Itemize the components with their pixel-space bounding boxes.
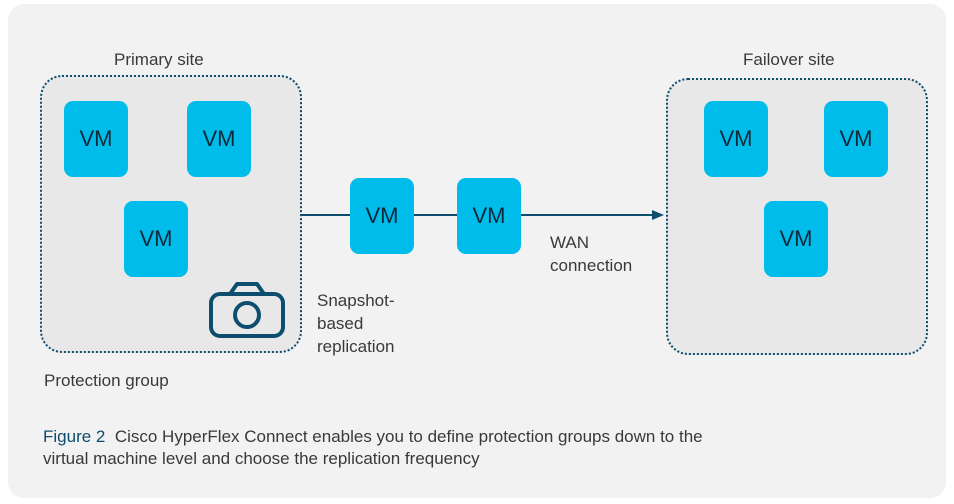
failover-vm-3: VM <box>764 201 828 277</box>
figure-caption: Figure 2 Cisco HyperFlex Connect enables… <box>43 426 723 470</box>
caption-text: Cisco HyperFlex Connect enables you to d… <box>43 427 703 468</box>
camera-icon <box>209 282 285 338</box>
primary-vm-2: VM <box>187 101 251 177</box>
transfer-vm-1: VM <box>350 178 414 254</box>
primary-vm-1: VM <box>64 101 128 177</box>
figure-number: Figure 2 <box>43 427 106 446</box>
protection-group-label: Protection group <box>44 371 169 390</box>
transfer-vm-2: VM <box>457 178 521 254</box>
failover-vm-1: VM <box>704 101 768 177</box>
wan-connection-label: WAN connection <box>550 233 633 275</box>
failover-vm-2: VM <box>824 101 888 177</box>
failover-site-label: Failover site <box>743 50 835 69</box>
snapshot-replication-label: Snapshot- based replication <box>317 291 395 356</box>
primary-site-label: Primary site <box>114 50 204 69</box>
primary-vm-3: VM <box>124 201 188 277</box>
